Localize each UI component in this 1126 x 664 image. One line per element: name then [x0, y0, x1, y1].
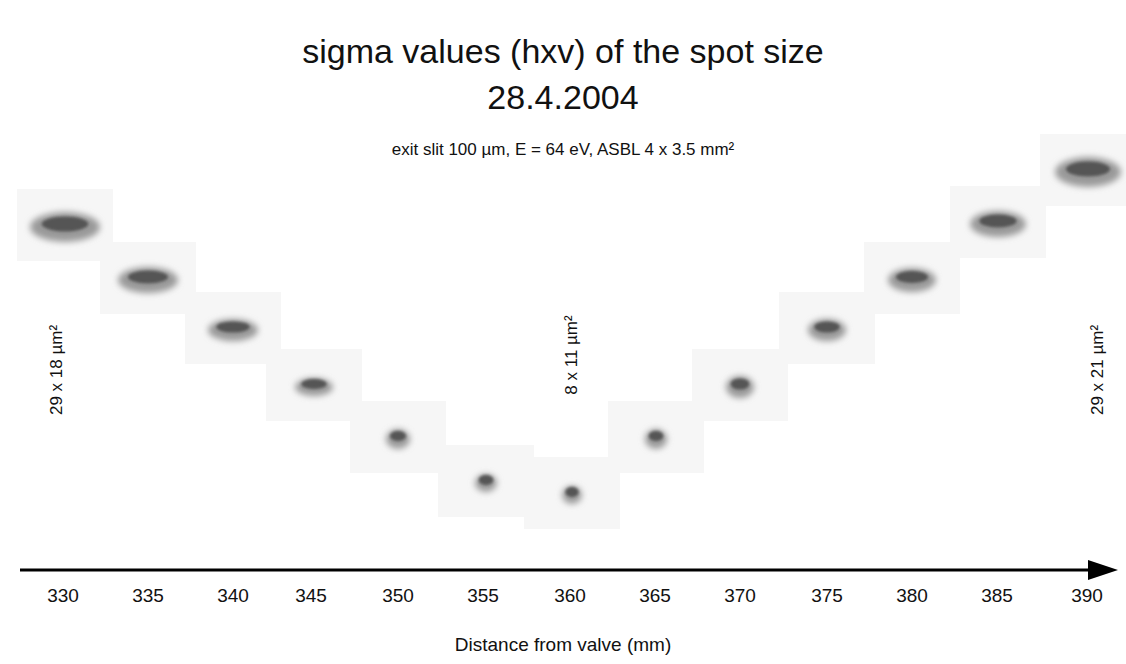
tick-label: 390 [1071, 585, 1103, 607]
tick-label: 350 [382, 585, 414, 607]
axis-title: Distance from valve (mm) [455, 634, 671, 656]
image-tile [608, 401, 704, 473]
tick-label: 380 [896, 585, 928, 607]
beam-spot [301, 379, 326, 389]
beam-spot [565, 487, 578, 497]
beam-spot [128, 271, 168, 284]
beam-spot-halo [562, 486, 582, 504]
image-tile [692, 349, 788, 421]
beam-spot-halo [726, 376, 754, 398]
subtitle: exit slit 100 µm, E = 64 eV, ASBL 4 x 3.… [392, 140, 735, 160]
beam-spot-halo [208, 319, 258, 341]
axis-arrowhead [1088, 560, 1118, 580]
tick-label: 365 [639, 585, 671, 607]
spot-size-label: 29 x 21 µm² [1088, 325, 1108, 415]
beam-spot [390, 431, 406, 441]
image-tile [100, 242, 196, 314]
image-tile [864, 242, 960, 314]
image-tile [950, 186, 1046, 258]
beam-spot [216, 322, 249, 333]
beam-spot-halo [386, 429, 410, 449]
image-tile [17, 189, 113, 261]
beam-spot-halo [30, 212, 100, 242]
beam-spot-halo [118, 267, 178, 293]
chart-title: sigma values (hxv) of the spot size 28.4… [233, 28, 893, 120]
tick-label: 385 [981, 585, 1013, 607]
beam-spot-halo [970, 211, 1026, 237]
tick-label: 330 [47, 585, 79, 607]
beam-spot [42, 217, 89, 232]
tick-label: 360 [554, 585, 586, 607]
beam-spot-halo [888, 268, 936, 292]
beam-spot [649, 431, 664, 441]
image-tile [779, 292, 875, 364]
axis-line [20, 569, 1092, 572]
image-tile [266, 349, 362, 421]
image-tile [350, 401, 446, 473]
tick-label: 355 [467, 585, 499, 607]
beam-spot [979, 215, 1016, 228]
beam-spot [814, 322, 839, 333]
spot-size-label: 29 x 18 µm² [47, 325, 67, 415]
tick-label: 375 [811, 585, 843, 607]
image-tile [438, 445, 534, 517]
beam-spot-halo [808, 319, 846, 341]
tick-label: 345 [295, 585, 327, 607]
tick-label: 340 [217, 585, 249, 607]
beam-spot-halo [475, 474, 497, 492]
beam-spot-halo [645, 429, 667, 449]
beam-spot [1066, 162, 1110, 177]
tick-label: 335 [132, 585, 164, 607]
image-tile [1040, 134, 1126, 206]
beam-spot-halo [1055, 157, 1121, 187]
image-tile [524, 457, 620, 529]
beam-spot [479, 475, 494, 485]
spot-size-label: 8 x 11 µm² [562, 315, 582, 394]
beam-spot-halo [295, 378, 333, 396]
tick-label: 370 [724, 585, 756, 607]
beam-spot [896, 271, 928, 283]
beam-spot [731, 379, 750, 390]
